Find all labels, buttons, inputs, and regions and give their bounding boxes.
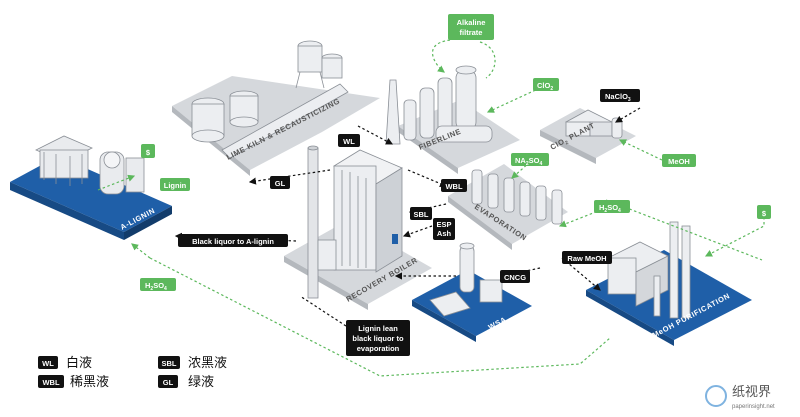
lignin-lean-label: Lignin lean black liquor to evaporation (346, 320, 410, 356)
clo2-plant-equipment (565, 109, 623, 139)
svg-text:$: $ (762, 209, 767, 218)
svg-text:black liquor to: black liquor to (352, 334, 404, 343)
svg-text:WL: WL (42, 359, 54, 368)
esp-ash-label: ESP Ash (433, 218, 455, 240)
recovery-boiler-equipment (307, 145, 403, 299)
svg-text:H2SO4: H2SO4 (145, 281, 167, 292)
legend-item-wbl: WBL 稀黑液 (38, 375, 109, 390)
watermark-logo-icon (705, 385, 727, 407)
dollar-left-label: $ (141, 144, 155, 158)
svg-text:SBL: SBL (414, 210, 429, 219)
svg-text:纸视界: 纸视界 (732, 385, 771, 400)
svg-text:ClO2: ClO2 (537, 81, 553, 92)
meoh-label: MeOH (662, 154, 696, 167)
svg-text:WBL: WBL (445, 182, 462, 191)
svg-text:ESP: ESP (436, 220, 451, 229)
h2so4-left-label: H2SO4 (140, 278, 176, 292)
svg-text:WBL: WBL (42, 378, 59, 387)
svg-text:paperinsight.net: paperinsight.net (732, 404, 775, 410)
naclo3-label: NaClO3 (600, 89, 640, 103)
svg-text:Alkaline: Alkaline (457, 18, 486, 27)
legend: WL 白液 WBL 稀黑液 SBL 浓黑液 GL 绿液 (38, 355, 227, 390)
h2so4-right-label: H2SO4 (594, 200, 630, 214)
svg-text:filtrate: filtrate (460, 28, 483, 37)
gl-label: GL (270, 176, 290, 189)
svg-text:$: $ (146, 148, 151, 157)
svg-text:稀黑液: 稀黑液 (70, 375, 109, 390)
wsa-platform (412, 270, 532, 342)
svg-text:CNCG: CNCG (504, 273, 526, 282)
lignin-label: Lignin (160, 178, 190, 191)
a-lignin-platform (10, 156, 172, 240)
svg-text:SBL: SBL (162, 359, 177, 368)
svg-text:绿液: 绿液 (188, 375, 214, 390)
wbl-label: WBL (441, 179, 467, 192)
svg-text:Lignin: Lignin (164, 181, 187, 190)
svg-text:NaClO3: NaClO3 (605, 92, 631, 103)
legend-item-sbl: SBL 浓黑液 (158, 356, 227, 371)
svg-text:WL: WL (343, 137, 355, 146)
watermark: 纸视界 paperinsight.net (705, 385, 775, 410)
evaporation-equipment (471, 169, 563, 225)
wl-label: WL (338, 134, 360, 147)
wsa-equipment (429, 242, 503, 317)
svg-text:evaporation: evaporation (357, 344, 400, 353)
clo2-label: ClO2 (533, 78, 559, 92)
alkaline-filtrate-label: Alkaline filtrate (448, 14, 494, 40)
svg-text:GL: GL (275, 179, 286, 188)
svg-text:Raw MeOH: Raw MeOH (567, 254, 606, 263)
dollar-right-label: $ (757, 205, 771, 219)
svg-text:H2SO4: H2SO4 (599, 203, 621, 214)
legend-item-wl: WL 白液 (38, 355, 92, 371)
legend-item-gl: GL 绿液 (158, 375, 214, 390)
svg-text:MeOH: MeOH (668, 157, 690, 166)
raw-meoh-label: Raw MeOH (562, 251, 612, 264)
sbl-label: SBL (410, 207, 432, 220)
svg-text:Ash: Ash (437, 229, 452, 238)
svg-text:浓黑液: 浓黑液 (188, 356, 227, 371)
lime-kiln-equipment (191, 40, 349, 159)
meoh-purification-equipment (607, 221, 691, 319)
svg-text:Black liquor to A-lignin: Black liquor to A-lignin (192, 237, 274, 246)
svg-text:NA2SO4: NA2SO4 (515, 156, 542, 167)
green-flow-lines (97, 39, 765, 377)
cncg-label: CNCG (500, 270, 530, 283)
a-lignin-equipment (35, 135, 145, 195)
fiberline-equipment (385, 65, 493, 145)
svg-text:白液: 白液 (66, 355, 92, 371)
svg-text:GL: GL (163, 378, 174, 387)
black-liquor-to-a-lignin-label: Black liquor to A-lignin (178, 234, 288, 247)
na2so4-label: NA2SO4 (511, 153, 549, 167)
svg-text:Lignin lean: Lignin lean (358, 324, 398, 333)
